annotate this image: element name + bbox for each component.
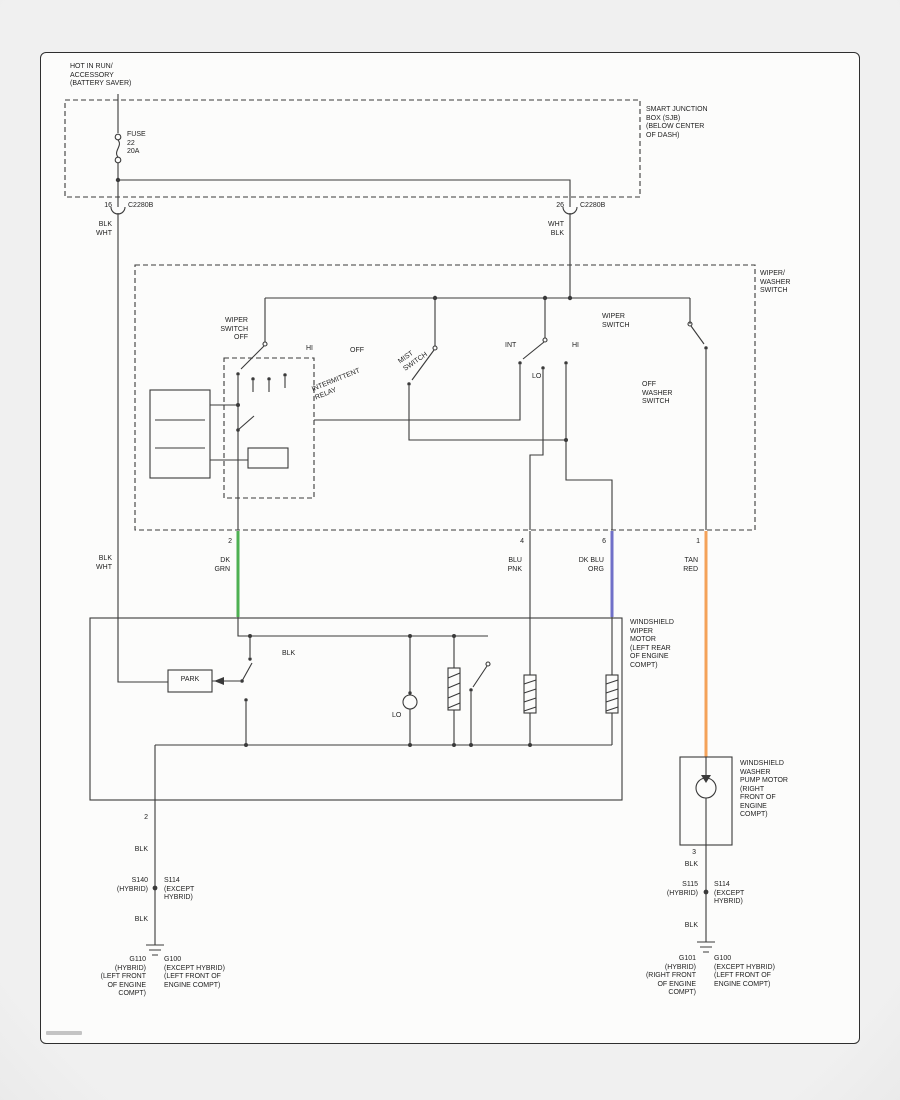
label-pos-lo-motor: LO <box>392 712 402 719</box>
label-wiper-switch-off: WIPER SWITCH OFF <box>220 317 248 341</box>
splice-dot-right <box>703 889 709 895</box>
label-pos-hi-left: HI <box>306 345 313 352</box>
mist-switch-contacts <box>407 345 566 441</box>
electronics-box <box>149 389 211 479</box>
label-pin-4: 4 <box>520 538 524 545</box>
label-wiper-washer-switch: WIPER/ WASHER SWITCH <box>760 270 791 294</box>
diagram-page <box>40 52 860 1044</box>
connector-symbols <box>110 206 578 215</box>
junction-box-group <box>64 94 641 207</box>
switch-box <box>134 264 756 531</box>
label-pin-3-pump: 3 <box>692 849 696 856</box>
label-wire-blk-right-1: BLK <box>684 861 698 868</box>
switch-box-group <box>134 264 756 531</box>
label-wire-blk-left-1: BLK <box>134 846 148 853</box>
label-pos-lo: LO <box>532 373 542 380</box>
label-pin-16: 16 <box>104 202 112 209</box>
park-arrow-icon <box>214 677 224 685</box>
label-connector-left: C2280B <box>128 202 154 209</box>
label-wiper-motor: WINDSHIELD WIPER MOTOR (LEFT REAR OF ENG… <box>630 619 674 669</box>
fuse-symbol <box>114 133 122 164</box>
label-pin-26: 26 <box>556 202 564 209</box>
label-wire-blk-wht-top: BLK WHT <box>96 221 112 237</box>
label-connector-right: C2280B <box>580 202 606 209</box>
wiper-motor-box <box>89 617 623 801</box>
label-pin-6: 6 <box>602 538 606 545</box>
label-wire-blk-right-2: BLK <box>684 922 698 929</box>
label-wire-dk-grn: DK GRN <box>214 557 230 573</box>
relay-box <box>223 357 315 499</box>
ground-left-group <box>146 885 164 956</box>
wiper-motor-group <box>89 617 623 945</box>
wiper-switch-off-contacts <box>236 341 287 530</box>
label-ground-g101: G101 (HYBRID) (RIGHT FRONT OF ENGINE COM… <box>645 955 696 996</box>
label-wire-blk-wht-mid: BLK WHT <box>96 555 112 571</box>
label-pin-2: 2 <box>228 538 232 545</box>
label-ground-g110: G110 (HYBRID) (LEFT FRONT OF ENGINE COMP… <box>100 956 146 997</box>
label-splice-s114-right: S114 (EXCEPT HYBRID) <box>714 881 745 905</box>
label-pin-1: 1 <box>696 538 700 545</box>
label-wire-tan-red: TAN RED <box>683 557 698 573</box>
connector-left <box>110 206 126 215</box>
label-hot-feed: HOT IN RUN/ ACCESSORY (BATTERY SAVER) <box>70 63 132 87</box>
label-pin-2-motor: 2 <box>144 814 148 821</box>
label-pos-int: INT <box>505 342 517 349</box>
ground-right-group <box>697 889 715 953</box>
pump-arrow-icon <box>701 775 711 783</box>
label-wire-blk-left-2: BLK <box>134 916 148 923</box>
intermittent-relay-group <box>149 357 315 499</box>
ground-symbol-left <box>146 944 164 956</box>
splice-dot-left <box>152 885 158 891</box>
label-pos-hi-right: HI <box>572 342 579 349</box>
main-feed-wires <box>117 213 571 683</box>
motor-brush-symbol <box>402 694 418 710</box>
label-wire-blk-internal: BLK <box>282 650 296 657</box>
label-ground-g100-left: G100 (EXCEPT HYBRID) (LEFT FRONT OF ENGI… <box>164 956 225 989</box>
label-washer-switch-off: OFF WASHER SWITCH <box>642 381 673 405</box>
label-splice-s140: S140 (HYBRID) <box>116 877 148 893</box>
label-splice-s115: S115 (HYBRID) <box>666 881 698 897</box>
harness-wires <box>236 531 708 757</box>
label-sjb: SMART JUNCTION BOX (SJB) (BELOW CENTER O… <box>646 106 708 139</box>
wiper-switch-contacts <box>314 337 613 530</box>
relay-coil <box>247 447 289 469</box>
ground-symbol-right <box>697 941 715 953</box>
footer-code <box>46 1031 82 1035</box>
label-wiper-switch: WIPER SWITCH <box>602 313 630 329</box>
label-pos-off: OFF <box>350 347 364 354</box>
wire-blk-wht <box>117 213 168 683</box>
label-wire-wht-blk: WHT BLK <box>548 221 564 237</box>
label-ground-g100-right: G100 (EXCEPT HYBRID) (LEFT FRONT OF ENGI… <box>714 955 775 988</box>
label-wire-dk-blu-org: DK BLU ORG <box>578 557 604 573</box>
label-washer-pump: WINDSHIELD WASHER PUMP MOTOR (RIGHT FRON… <box>740 760 788 818</box>
washer-switch-contacts <box>687 321 708 530</box>
label-wire-blu-pnk: BLU PNK <box>507 557 522 573</box>
label-splice-s114-left: S114 (EXCEPT HYBRID) <box>164 877 195 901</box>
label-park: PARK <box>180 676 200 683</box>
connector-right <box>562 206 578 215</box>
label-fuse: FUSE 22 20A <box>127 131 146 155</box>
